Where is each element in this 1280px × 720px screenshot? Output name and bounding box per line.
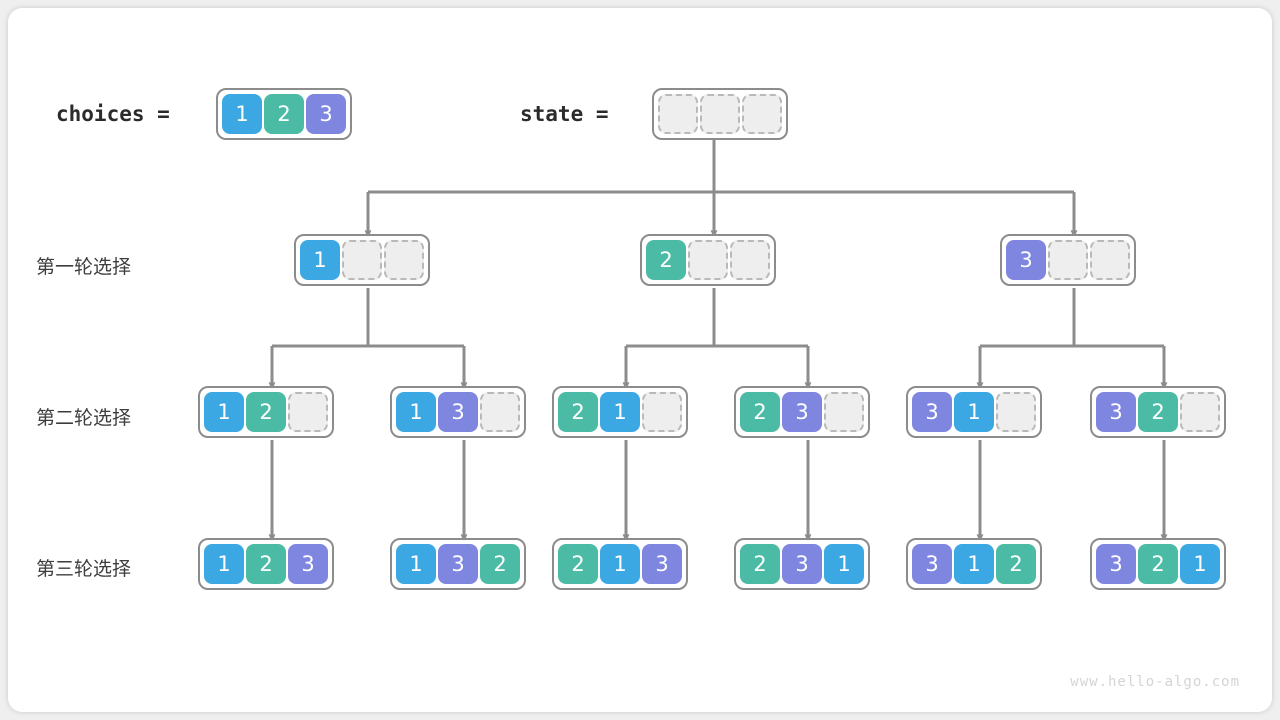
array-cell-value: 3 xyxy=(288,544,328,584)
row-label-round-2: 第二轮选择 xyxy=(36,407,132,429)
array-cell-value: 1 xyxy=(204,392,244,432)
array-cell-value: 2 xyxy=(740,392,780,432)
level1-node-0: 1 xyxy=(294,234,430,286)
array-cell-empty xyxy=(658,94,698,134)
array-cell-value: 2 xyxy=(246,544,286,584)
array-cell-value: 1 xyxy=(204,544,244,584)
watermark: www.hello-algo.com xyxy=(1070,674,1240,690)
array-cell-value: 1 xyxy=(824,544,864,584)
array-cell-empty xyxy=(1090,240,1130,280)
array-cell-value: 2 xyxy=(996,544,1036,584)
array-cell-value: 1 xyxy=(600,544,640,584)
array-cell-value: 2 xyxy=(558,392,598,432)
array-cell-value: 2 xyxy=(646,240,686,280)
array-cell-value: 3 xyxy=(782,544,822,584)
array-cell-empty xyxy=(700,94,740,134)
array-cell-value: 2 xyxy=(1138,544,1178,584)
state-array xyxy=(652,88,788,140)
array-cell-empty xyxy=(742,94,782,134)
array-cell-value: 1 xyxy=(222,94,262,134)
array-cell-value: 2 xyxy=(246,392,286,432)
array-cell-empty xyxy=(996,392,1036,432)
array-cell-value: 3 xyxy=(782,392,822,432)
array-cell-value: 3 xyxy=(306,94,346,134)
row-label-round-3: 第三轮选择 xyxy=(36,558,132,580)
array-cell-empty xyxy=(730,240,770,280)
array-cell-value: 2 xyxy=(480,544,520,584)
level1-node-1: 2 xyxy=(640,234,776,286)
array-cell-empty xyxy=(1180,392,1220,432)
row-label-round-1: 第一轮选择 xyxy=(36,256,132,278)
array-cell-empty xyxy=(642,392,682,432)
array-cell-empty xyxy=(342,240,382,280)
array-cell-value: 1 xyxy=(396,544,436,584)
array-cell-value: 3 xyxy=(642,544,682,584)
array-cell-empty xyxy=(384,240,424,280)
level1-node-2: 3 xyxy=(1000,234,1136,286)
array-cell-value: 3 xyxy=(438,544,478,584)
array-cell-empty xyxy=(288,392,328,432)
array-cell-value: 2 xyxy=(1138,392,1178,432)
array-cell-value: 2 xyxy=(558,544,598,584)
array-cell-value: 1 xyxy=(300,240,340,280)
array-cell-value: 1 xyxy=(954,544,994,584)
array-cell-empty xyxy=(480,392,520,432)
state-label: state = xyxy=(520,102,609,126)
array-cell-value: 3 xyxy=(1096,392,1136,432)
array-cell-value: 1 xyxy=(1180,544,1220,584)
array-cell-value: 1 xyxy=(600,392,640,432)
array-cell-value: 1 xyxy=(396,392,436,432)
array-cell-value: 2 xyxy=(740,544,780,584)
array-cell-value: 2 xyxy=(264,94,304,134)
array-cell-value: 3 xyxy=(912,392,952,432)
array-cell-value: 1 xyxy=(954,392,994,432)
choices-label: choices = xyxy=(56,102,170,126)
array-cell-empty xyxy=(824,392,864,432)
tree-edges xyxy=(268,140,1168,542)
array-cell-value: 3 xyxy=(438,392,478,432)
array-cell-value: 3 xyxy=(1006,240,1046,280)
array-cell-value: 3 xyxy=(1096,544,1136,584)
array-cell-empty xyxy=(688,240,728,280)
array-cell-empty xyxy=(1048,240,1088,280)
array-cell-value: 3 xyxy=(912,544,952,584)
